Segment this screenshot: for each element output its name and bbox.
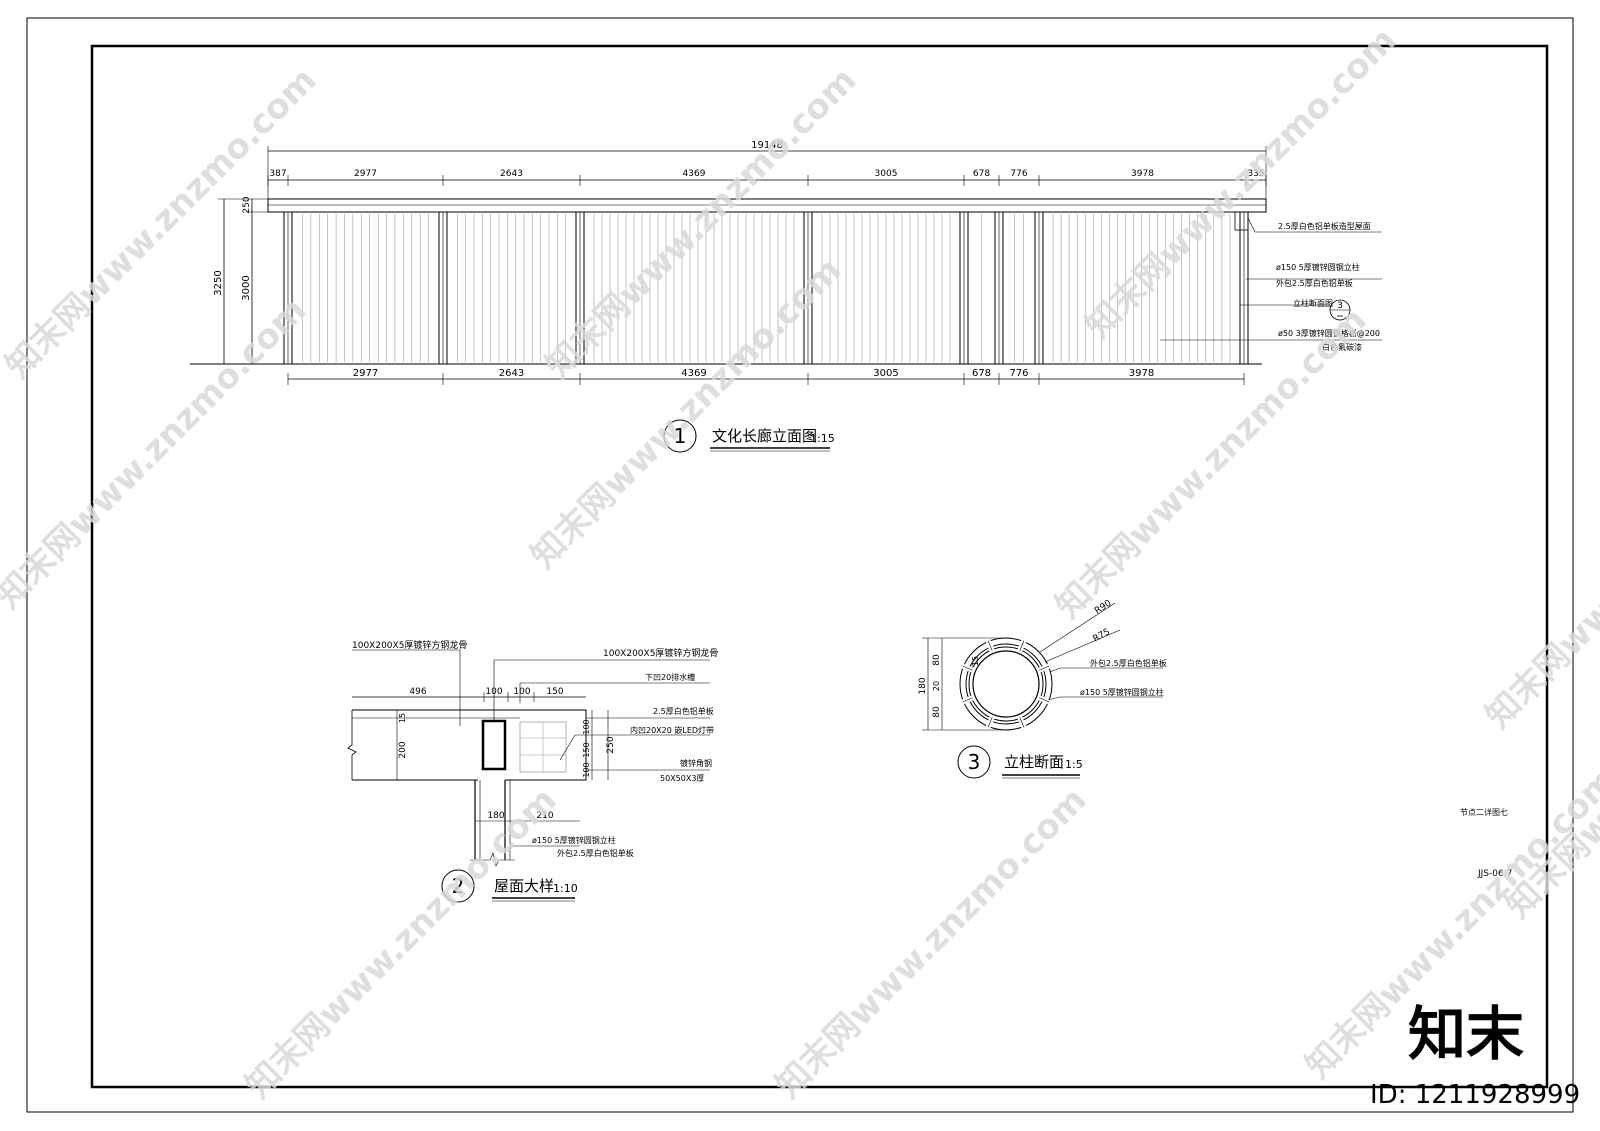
height-roof-dim: 250 [242, 196, 252, 213]
watermark-text-6: 知末网www.znzmo.com [238, 780, 564, 1106]
title-2-circle [441, 869, 475, 903]
roof-dim-r150: 150 [582, 742, 591, 757]
roof-dim-15: 15 [398, 713, 407, 723]
roof-label-tube-left: 100X200X5厚镀锌方钢龙骨 [352, 639, 467, 651]
title-2-text: 屋面大样 [494, 877, 554, 895]
title-3-scale: 1:5 [1065, 758, 1083, 771]
top-dim-6: 776 [1010, 169, 1027, 179]
top-dim-7: 3978 [1131, 169, 1154, 179]
bottom-dim-4: 678 [972, 368, 991, 379]
roof-label-cladding: 外包2.5厚白色铝单板 [557, 848, 634, 858]
top-dim-2: 2643 [500, 169, 523, 179]
bottom-dim-1: 2643 [499, 368, 524, 379]
roof-label-aluminum: 2.5厚白色铝单板 [653, 706, 714, 716]
inner-border [90, 44, 1549, 1089]
louver-bars [302, 214, 1231, 362]
overall-dim: 19148 [751, 140, 783, 151]
title-1-scale: 1:15 [810, 432, 835, 445]
roof-dim-210: 210 [536, 811, 553, 821]
note-paint: 白色氟碳漆 [1322, 342, 1362, 352]
top-dim-0: 387 [269, 169, 286, 179]
roof-dim-r100a: 100 [582, 719, 591, 734]
bottom-dim-5: 776 [1009, 368, 1028, 379]
roof-detail-view: 496 100 100 150 15 200 100 150 10 [347, 639, 718, 903]
title-3-text: 立柱断面 [1004, 753, 1064, 771]
col-dim-15: 15 [971, 656, 980, 666]
roof-label-led: 内凹20X20 嵌LED灯带 [630, 725, 714, 735]
height-total-dim: 3250 [213, 270, 224, 295]
bottom-dim-2: 4369 [681, 368, 706, 379]
title-1-text: 文化长廊立面图 [712, 427, 817, 445]
roof-dim-100b: 100 [513, 687, 530, 697]
col-label-cladding: 外包2.5厚白色铝单板 [1090, 658, 1167, 668]
col-dim-80b: 80 [932, 706, 942, 718]
bottom-dim-3: 3005 [873, 368, 898, 379]
watermark-id: ID: 1211928999 [1370, 1080, 1580, 1110]
note-roof: 2.5厚白色铝单板造型屋面 [1278, 221, 1371, 231]
section-ref-number: 3 [1337, 301, 1343, 311]
steel-tube [481, 719, 507, 771]
watermark-text-4: 知末网www.znzmo.com [523, 250, 849, 576]
col-label-column: ø150 5厚镀锌圆钢立柱 [1080, 687, 1164, 697]
roof-label-tube-right: 100X200X5厚镀锌方钢龙骨 [603, 647, 718, 659]
title-2-scale: 1:10 [553, 882, 578, 895]
roof-label-gutter: 下凹20排水槽 [645, 672, 695, 682]
watermark-text-9: 知末网www.znzmo.com [1478, 410, 1600, 736]
roof-dim-200: 200 [398, 741, 408, 758]
roof-dim-496: 496 [409, 687, 426, 697]
roof-label-column: ø150 5厚镀锌圆钢立柱 [532, 835, 616, 845]
note-column-cladding: 外包2.5厚白色铝单板 [1276, 278, 1353, 288]
top-dim-1: 2977 [354, 169, 377, 179]
col-label-r75: R75 [1092, 627, 1112, 645]
height-column-dim: 3000 [241, 275, 252, 300]
top-dim-3: 4369 [683, 169, 706, 179]
roof-dim-150: 150 [546, 687, 563, 697]
column-rings [959, 637, 1053, 731]
col-dim-180: 180 [918, 677, 928, 694]
watermark-logo: 知末 [1408, 1000, 1524, 1068]
top-dim-chain: 387 2977 2643 4369 3005 678 776 3978 335 [267, 169, 1267, 186]
roof-dim-180: 180 [487, 811, 504, 821]
bottom-dim-6: 3978 [1129, 368, 1154, 379]
top-dim-8: 335 [1247, 169, 1264, 179]
col-dim-20: 20 [932, 681, 941, 691]
watermark-text-2: 知末网www.znzmo.com [1078, 20, 1404, 346]
note-section-ref: 立柱断面图 [1293, 298, 1333, 308]
watermark-text-1: 知末网www.znzmo.com [538, 60, 864, 386]
sheet-caption: 节点二详图七 [1460, 807, 1508, 817]
roof-dim-r250: 250 [606, 736, 616, 753]
title-3-circle [957, 745, 991, 779]
col-dim-80a: 80 [932, 654, 942, 666]
elevation-view: 19148 387 2977 2643 4369 3005 678 776 3978 335 2… [190, 140, 1382, 453]
columns [283, 211, 1249, 365]
watermark-text-7: 知末网www.znzmo.com [768, 780, 1094, 1106]
watermark-text-5: 知末网www.znzmo.com [1048, 300, 1374, 626]
note-column: ø150 5厚镀锌圆钢立柱 [1276, 262, 1360, 272]
column-section-view: 180 80 20 80 15 R90 R75 外包2.5厚白色铝单板 ø150… [918, 598, 1167, 779]
top-dim-5: 678 [973, 169, 990, 179]
roof-label-angle: 镀锌角钢 [680, 758, 712, 768]
bottom-dim-0: 2977 [353, 368, 378, 379]
title-1-number: 1 [674, 424, 687, 448]
bottom-dim-chain: 2977 2643 4369 3005 678 776 3978 [287, 368, 1245, 385]
top-dim-4: 3005 [875, 169, 898, 179]
drawing-number: JJS-06.7 [1477, 869, 1512, 879]
roof-label-angle-size: 50X50X3厚 [660, 774, 704, 783]
note-louver: ø50 3厚镀锌圆钢格栅@200 [1278, 328, 1380, 338]
title-3-number: 3 [968, 750, 981, 774]
title-1-circle [663, 419, 697, 453]
outer-border [26, 17, 1574, 1113]
roof-band [267, 198, 1267, 213]
title-2-number: 2 [452, 874, 465, 898]
